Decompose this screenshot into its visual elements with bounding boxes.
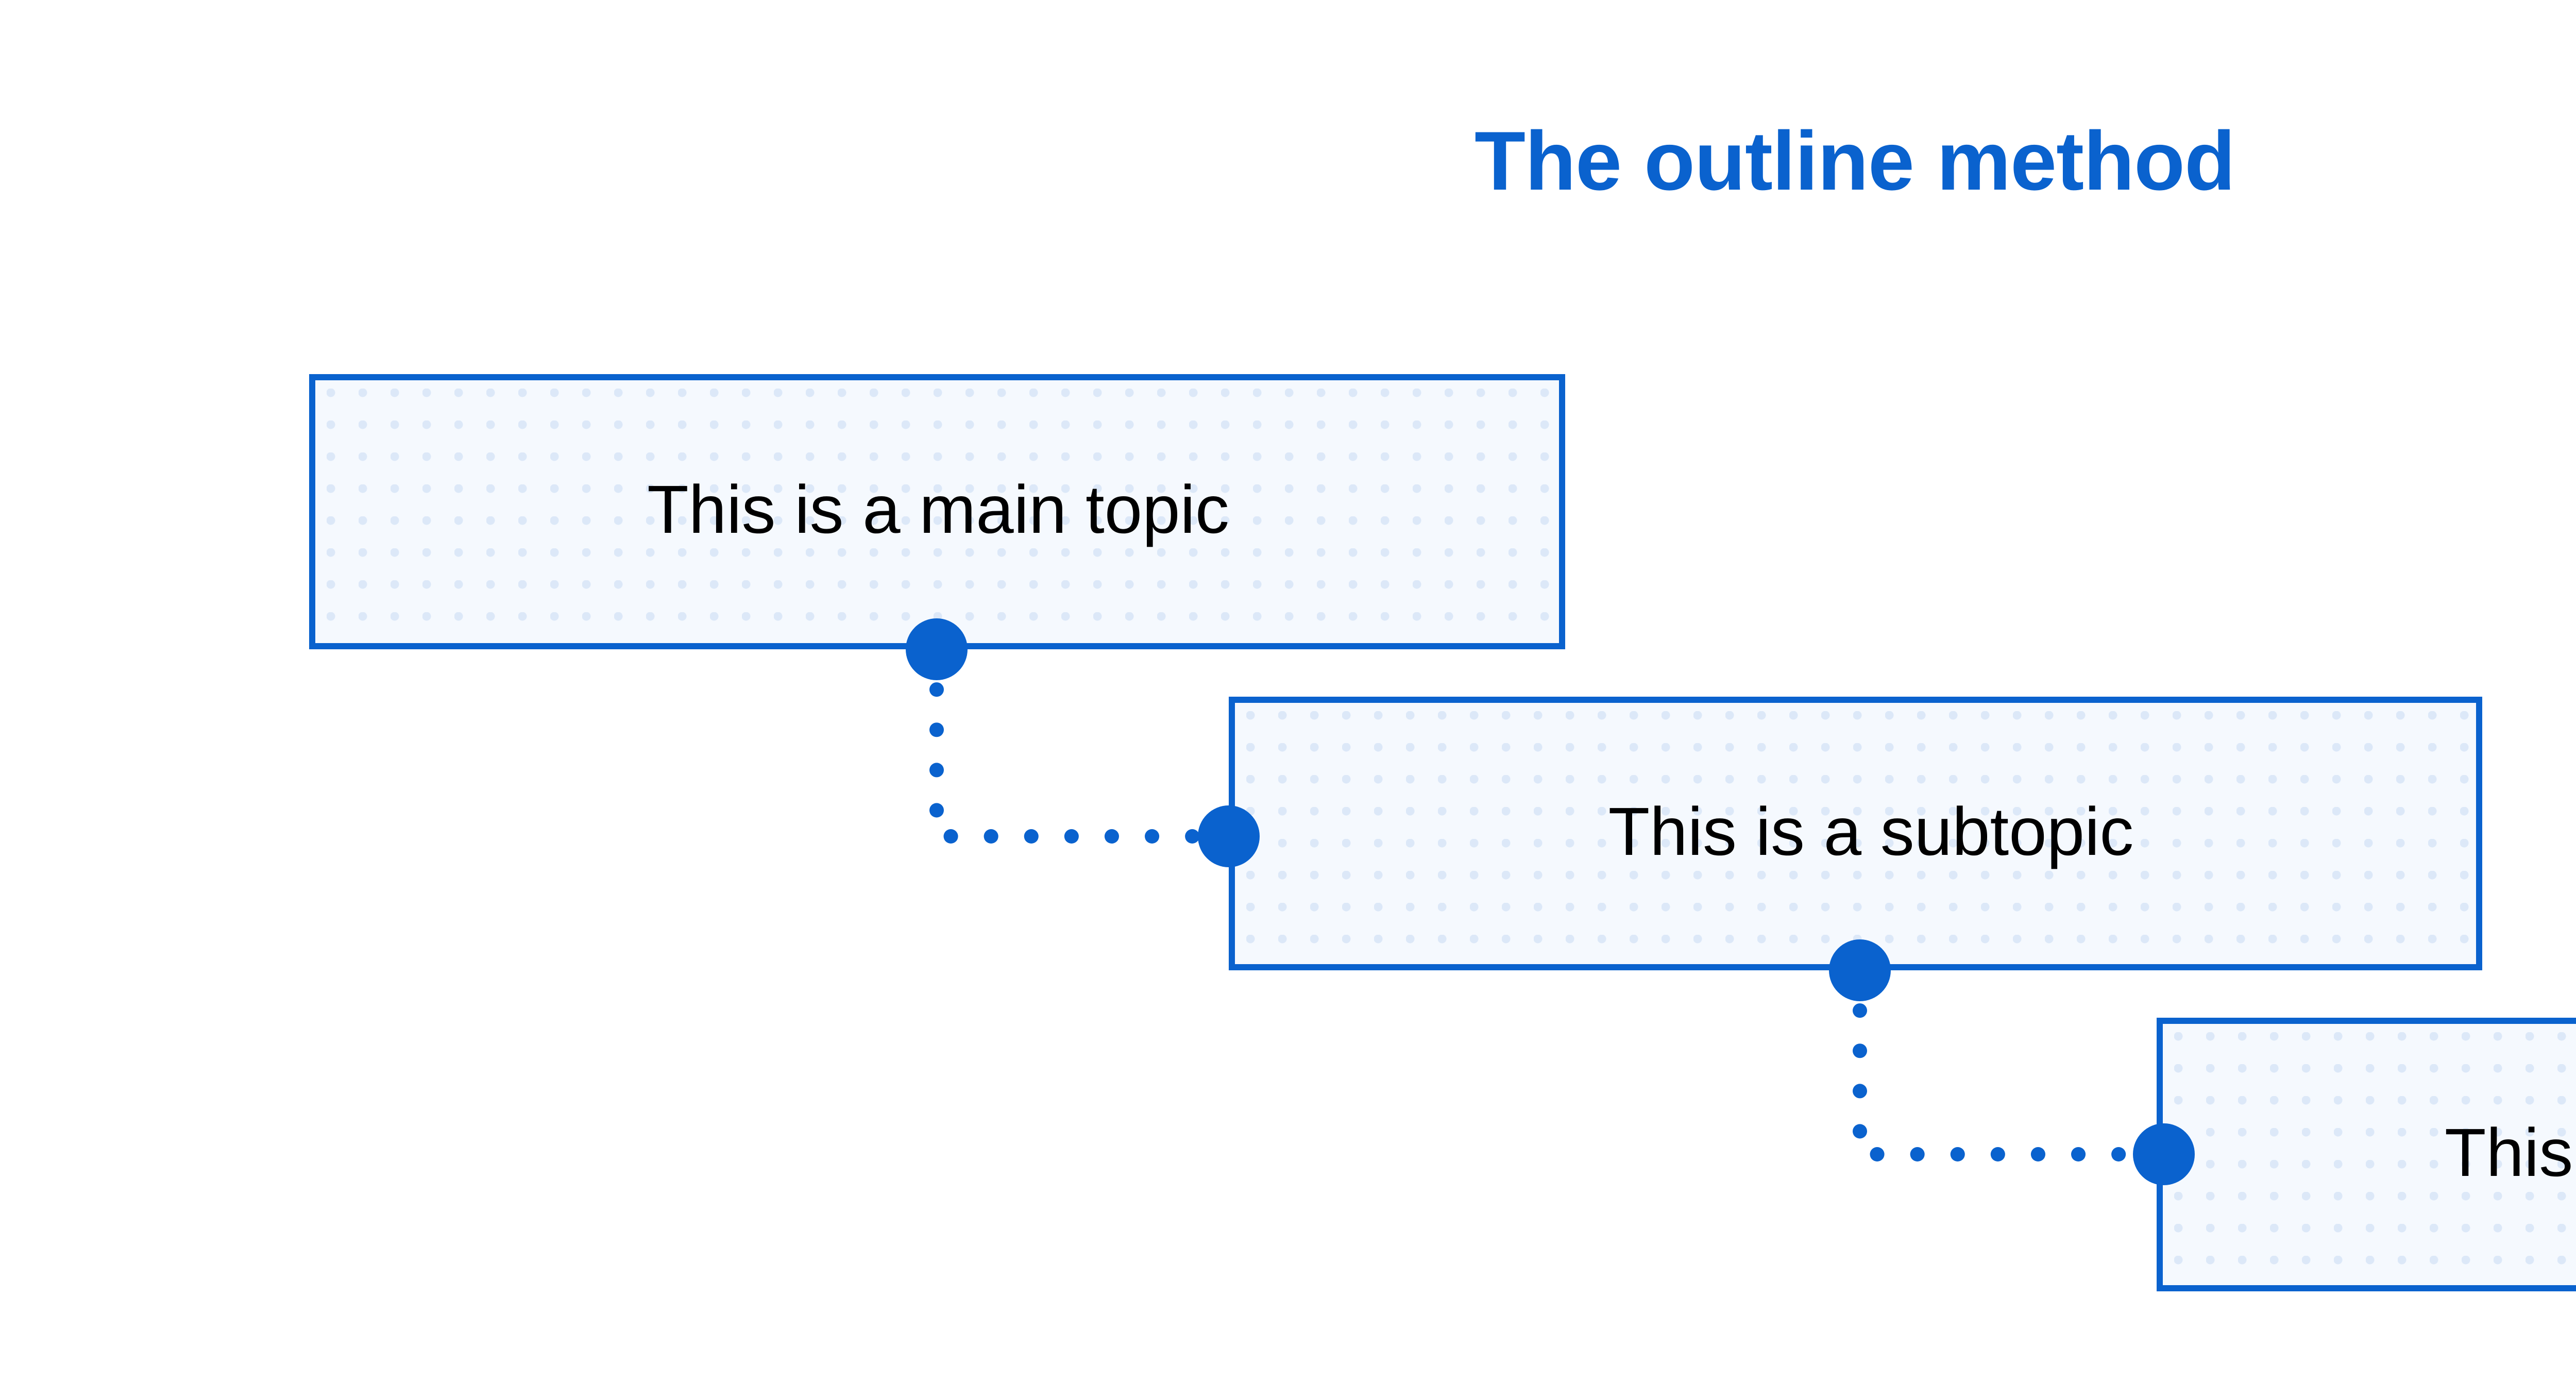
node-main-topic-label: This is a main topic [647, 471, 1229, 547]
connector-main-to-subtopic [906, 618, 1260, 867]
node-note-or-thought[interactable]: This is a note or thought [2157, 1018, 2576, 1291]
node-main-topic[interactable]: This is a main topic [309, 374, 1565, 649]
connector-main-to-subtopic-line [929, 642, 1236, 844]
node-note-or-thought-label: This is a note or thought [2444, 1114, 2576, 1190]
connector-subtopic-to-note-line [1853, 963, 2171, 1161]
node-subtopic[interactable]: This is a subtopic [1229, 697, 2482, 970]
page-title: The outline method [1475, 114, 2235, 208]
connector-subtopic-to-note [1829, 939, 2195, 1185]
node-subtopic-label: This is a subtopic [1608, 793, 2134, 869]
